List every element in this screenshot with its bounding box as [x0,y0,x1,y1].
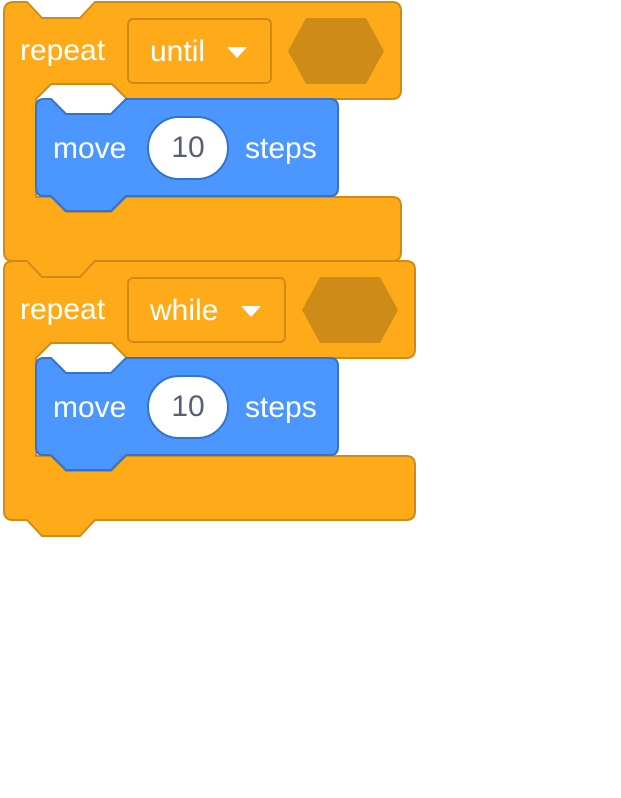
steps-unit-label: steps [245,391,317,424]
dropdown-caret-icon [241,306,261,317]
steps-number-input[interactable]: 10 [147,375,229,439]
move-verb-label: move [53,391,127,424]
move-verb-label: move [53,132,127,165]
loop-mode-dropdown-until[interactable]: until [127,18,272,84]
boolean-condition-slot[interactable] [288,18,384,84]
loop-mode-dropdown-while[interactable]: while [127,277,286,343]
hexagon-slot-icon [302,277,398,343]
repeat-while-c-block-shape[interactable] [0,0,621,560]
hexagon-slot-icon [288,18,384,84]
dropdown-caret-icon [227,47,247,58]
loop-mode-value: while [150,294,219,327]
move-steps-block-shape[interactable] [0,0,621,560]
loop-mode-value: until [150,35,206,68]
repeat-while-c-path[interactable] [3,260,416,537]
steps-number-input[interactable]: 10 [147,116,229,180]
boolean-condition-slot[interactable] [302,277,398,343]
steps-unit-label: steps [245,132,317,165]
repeat-keyword-label: repeat [20,34,106,67]
repeat-keyword-label: repeat [20,293,106,326]
